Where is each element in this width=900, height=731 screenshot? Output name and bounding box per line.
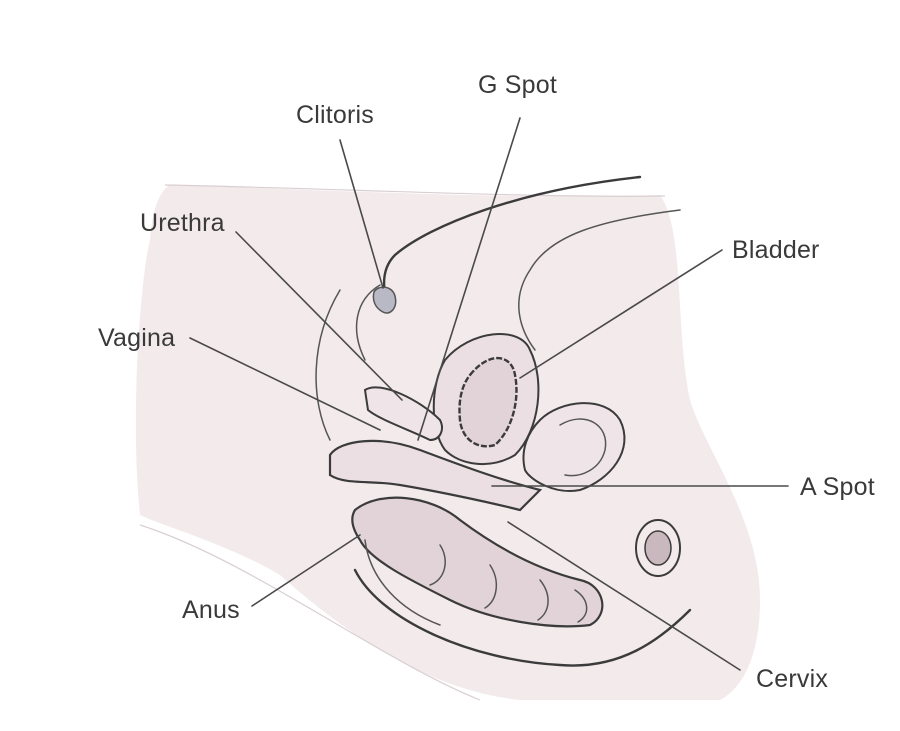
rectum-fold-4 <box>574 589 588 623</box>
g-spot-leader <box>417 117 521 441</box>
inner-abdomen-line <box>518 209 681 351</box>
pubic-curve <box>355 284 381 361</box>
anus-leader <box>251 534 361 607</box>
lower-body-line <box>353 568 692 667</box>
vaginal-canal <box>328 439 543 512</box>
label-clitoris: Clitoris <box>296 101 374 129</box>
vagina-leader <box>189 337 381 431</box>
label-urethra: Urethra <box>140 209 225 237</box>
body-top-edge <box>164 184 666 197</box>
label-anus: Anus <box>182 596 240 624</box>
label-g-spot: G Spot <box>478 71 558 99</box>
label-a-spot: A Spot <box>800 473 875 501</box>
anal-region-line <box>364 539 441 626</box>
pelvic-cavity <box>315 289 341 441</box>
label-bladder: Bladder <box>732 236 820 264</box>
abdomen-line <box>382 175 642 310</box>
cervix-inner <box>644 530 672 566</box>
clitoris-shape <box>372 286 397 314</box>
bladder-leader <box>519 249 723 379</box>
rectum-fold-1 <box>429 544 446 586</box>
label-vagina: Vagina <box>98 324 176 352</box>
uterus-inner <box>559 418 607 477</box>
label-cervix: Cervix <box>756 665 829 693</box>
urethra-leader <box>235 231 403 401</box>
clitoris-leader <box>339 139 384 289</box>
bladder-inner <box>458 356 518 448</box>
uterus-shape <box>522 402 626 492</box>
cervix-leader <box>507 521 741 671</box>
rectum-fold-2 <box>484 564 497 609</box>
rectum-fold-3 <box>537 579 549 621</box>
body-lower-edge <box>139 524 481 701</box>
